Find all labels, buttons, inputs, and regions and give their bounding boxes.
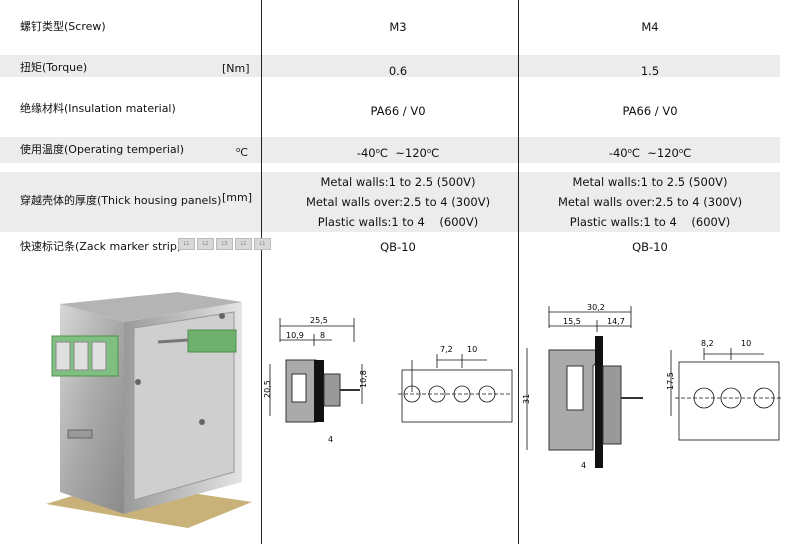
m4-dimension-drawing: 30,2 15,5 14,7 31 17,5 4 8,2 10 [522,303,781,470]
m3-dimension-drawing: 25,5 10,9 8 20,5 10,8 4 7,2 10 [263,316,513,444]
panels-m3-line-2: Metal walls over:2.5 to 4 (300V) [305,195,491,209]
m3-dim-d1: 10,9 [286,331,304,340]
row-band-panels [0,172,780,232]
marker-m3: QB-10 [380,240,416,254]
panels-m3-line-1: Metal walls:1 to 2.5 (500V) [320,175,476,189]
insulation-label: 绝缘材料(Insulation material) [20,102,176,115]
panels-label: 穿越壳体的厚度(Thick housing panels) [20,194,222,207]
temp-m4-deg2: o [678,147,684,155]
torque-m4: 1.5 [640,64,660,78]
m3-dim-pitch: 7,2 [440,345,453,354]
panels-m4-line-1: Metal walls:1 to 2.5 (500V) [572,175,728,189]
m4-dim-pitch: 8,2 [701,339,714,348]
m3-dim-overall: 25,5 [310,316,328,325]
temp-unit-letter: C [240,146,248,159]
enclosure-photo [46,292,252,528]
m4-dim-height: 31 [522,394,531,404]
m4-dim-d2: 14,7 [607,317,625,326]
m4-dim-wall: 4 [581,461,586,470]
marker-chip: L1 [235,238,252,250]
temp-m3: -40oC ~120oC [278,146,518,160]
insulation-m3: PA66 / V0 [370,104,426,118]
screw-label: 螺钉类型(Screw) [20,20,106,33]
temp-m3-c2: C [431,146,440,160]
panels-m4-line-2: Metal walls over:2.5 to 4 (300V) [557,195,743,209]
temp-m4-c2: C [683,146,692,160]
marker-chip: L1 [178,238,195,250]
temp-label: 使用温度(Operating temperial) [20,143,184,156]
marker-m4: QB-10 [632,240,668,254]
column-divider-1 [261,0,262,544]
temp-m3-low: -40 [356,146,376,160]
temp-unit: oC [236,146,248,159]
temp-m3-c: C [379,146,388,160]
m4-dim-hole: 17,5 [666,372,675,390]
marker-chip: L2 [197,238,214,250]
temp-m3-deg: o [375,147,380,155]
marker-chip: L3 [216,238,233,250]
m4-dim-overall: 30,2 [587,303,605,312]
panels-unit: [mm] [222,191,253,204]
m4-dim-d1: 15,5 [563,317,581,326]
temp-m4: -40oC ~120oC [530,146,770,160]
row-band-temp [0,137,780,163]
temp-m3-deg2: o [426,147,432,155]
temp-m4-high: ~120 [639,146,679,160]
insulation-m4: PA66 / V0 [622,104,678,118]
temp-m4-c: C [631,146,640,160]
m4-dim-spacing: 10 [741,339,751,348]
screw-m3: M3 [389,20,407,34]
marker-label: 快速标记条(Zack marker strip) [20,240,182,253]
screw-m4: M4 [641,20,659,34]
torque-unit: [Nm] [222,62,250,75]
m3-dim-height: 20,5 [263,380,272,398]
temp-m3-high: ~120 [387,146,427,160]
panels-m4-line-3: Plastic walls:1 to 4 (600V) [569,215,731,229]
panels-m3-line-3: Plastic walls:1 to 4 (600V) [317,215,479,229]
m3-dim-hole: 10,8 [359,370,368,388]
m3-dim-d2: 8 [320,331,325,340]
temp-unit-degree: o [236,146,241,154]
marker-chip: L1 [254,238,271,250]
row-band-torque [0,55,780,77]
column-divider-2 [518,0,519,544]
torque-label: 扭矩(Torque) [20,61,88,74]
temp-m4-deg: o [627,147,632,155]
temp-m4-low: -40 [608,146,628,160]
marker-strip-chips: L1 L2 L3 L1 L1 [178,238,271,250]
m3-dim-wall: 4 [328,435,333,444]
torque-m3: 0.6 [388,64,408,78]
m3-dim-spacing: 10 [467,345,477,354]
